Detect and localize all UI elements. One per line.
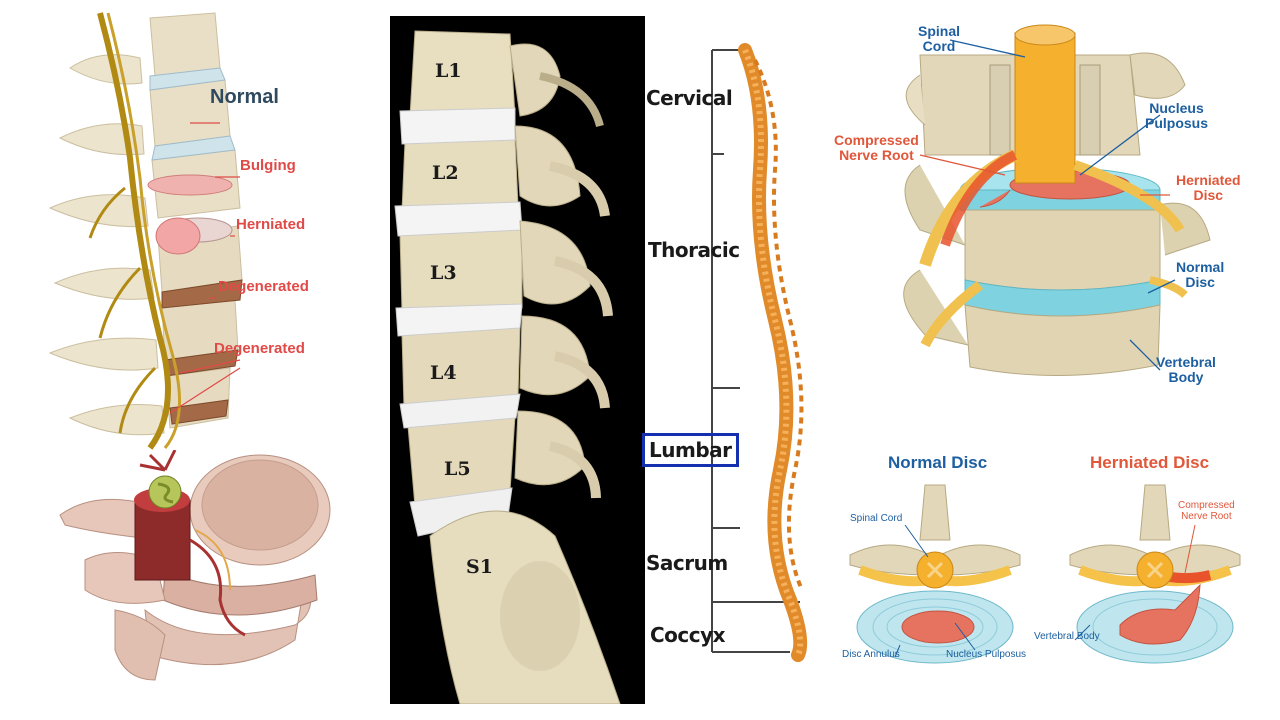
disc-stages-illustration xyxy=(48,12,243,450)
title-herniated-disc: Herniated Disc xyxy=(1090,453,1210,472)
disc-anatomy-3d-panel: Spinal Cord Nucleus Pulposus Compressed … xyxy=(830,15,1270,395)
spine-regions-panel: Cervical Thoracic Lumbar Sacrum Coccyx xyxy=(640,40,820,670)
label-bulging: Bulging xyxy=(240,157,296,174)
vertebra-label-s1: S1 xyxy=(466,556,493,578)
label-normal-disc: Normal Disc xyxy=(1176,259,1225,290)
label-disc-annulus: Disc Annulus xyxy=(842,649,900,660)
vertebra-label-l4: L4 xyxy=(430,362,457,384)
label-spinal-cord: Spinal Cord xyxy=(918,23,961,54)
label-nucleus-pulposus-small: Nucleus Pulposus xyxy=(946,649,1027,660)
vertebra-crosssection-illustration xyxy=(59,450,331,681)
disc-stages-panel: Normal Bulging Herniated Degenerated Deg… xyxy=(30,8,350,453)
disc-anatomy-3d-illustration xyxy=(903,24,1211,376)
label-herniated-disc: Herniated Disc xyxy=(1176,172,1241,203)
lumbar-vertebrae-panel: L1 L2 L3 L4 L5 S1 xyxy=(390,16,645,704)
region-thoracic: Thoracic xyxy=(648,238,740,262)
label-degenerated-1: Degenerated xyxy=(218,278,309,295)
label-degenerated-2: Degenerated xyxy=(214,340,305,357)
region-coccyx: Coccyx xyxy=(650,623,726,647)
label-compressed-nerve-root-small: Compressed Nerve Root xyxy=(1178,500,1235,522)
spine-regions-illustration xyxy=(711,43,808,662)
disc-comparison-illustration xyxy=(849,484,1241,664)
vertebra-label-l2: L2 xyxy=(432,162,459,184)
vertebra-label-l3: L3 xyxy=(430,262,457,284)
region-sacrum: Sacrum xyxy=(646,551,728,575)
lumbar-vertebrae-illustration xyxy=(394,30,621,704)
label-vertebral-body: Vertebral Body xyxy=(1156,354,1216,385)
disc-comparison-panel: Normal Disc Herniated Disc Spinal Cord D… xyxy=(830,445,1270,675)
vertebra-crosssection-panel xyxy=(55,450,335,700)
title-normal-disc: Normal Disc xyxy=(888,453,988,472)
region-cervical: Cervical xyxy=(646,86,733,110)
label-normal: Normal xyxy=(210,86,279,108)
label-vertebral-body-small: Vertebral Body xyxy=(1034,631,1100,642)
vertebra-label-l5: L5 xyxy=(444,458,471,480)
label-spinal-cord-small: Spinal Cord xyxy=(850,513,903,524)
label-nucleus-pulposus: Nucleus Pulposus xyxy=(1145,100,1209,131)
label-compressed-nerve-root: Compressed Nerve Root xyxy=(834,132,919,163)
vertebra-label-l1: L1 xyxy=(435,60,462,82)
region-lumbar: Lumbar xyxy=(642,433,739,467)
label-herniated: Herniated xyxy=(236,216,306,233)
